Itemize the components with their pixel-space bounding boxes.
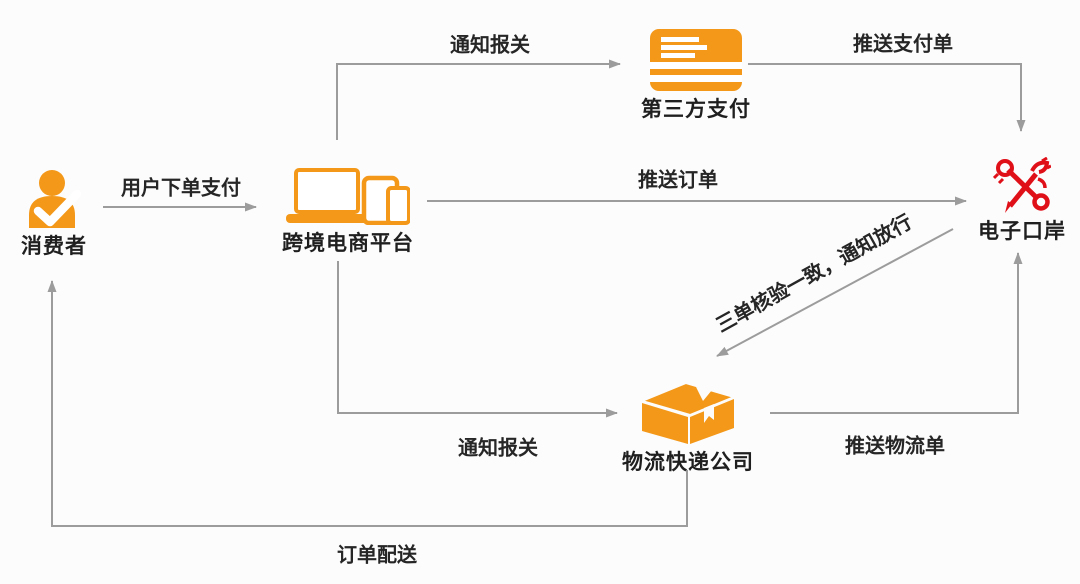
logistics-label: 物流快递公司 [622, 450, 754, 474]
edge-notify-customs-top-arrow [336, 59, 621, 140]
node-payment: 第三方支付 [641, 29, 751, 120]
eport-label: 电子口岸 [978, 219, 1066, 243]
devices-icon [286, 168, 411, 229]
edge-label-order-delivery: 订单配送 [337, 542, 417, 567]
package-box-icon [638, 374, 738, 448]
node-platform: 跨境电商平台 [282, 168, 414, 254]
edge-label-order-pay: 用户下单支付 [121, 175, 241, 200]
edge-label-push-order: 推送订单 [638, 167, 718, 192]
edge-order-delivery-arrow [47, 280, 688, 527]
key-dragon-icon [992, 156, 1052, 217]
node-consumer: 消费者 [21, 170, 87, 257]
credit-card-icon [650, 29, 742, 95]
edge-label-notify-customs-top: 通知报关 [450, 32, 530, 57]
node-logistics: 物流快递公司 [622, 374, 754, 473]
edge-label-notify-customs-bottom: 通知报关 [458, 435, 538, 460]
person-check-icon [26, 170, 82, 232]
edge-label-push-logistics: 推送物流单 [845, 433, 945, 458]
node-eport: 电子口岸 [978, 156, 1066, 243]
edge-push-payment-arrow [748, 63, 1026, 132]
edge-notify-customs-bottom-arrow [337, 261, 618, 418]
platform-label: 跨境电商平台 [282, 231, 414, 255]
edge-push-logistics-arrow [770, 252, 1023, 414]
edge-label-push-payment: 推送支付单 [853, 31, 953, 56]
edge-verify-release-arrow [716, 228, 954, 357]
consumer-label: 消费者 [21, 234, 87, 258]
payment-label: 第三方支付 [641, 97, 751, 121]
